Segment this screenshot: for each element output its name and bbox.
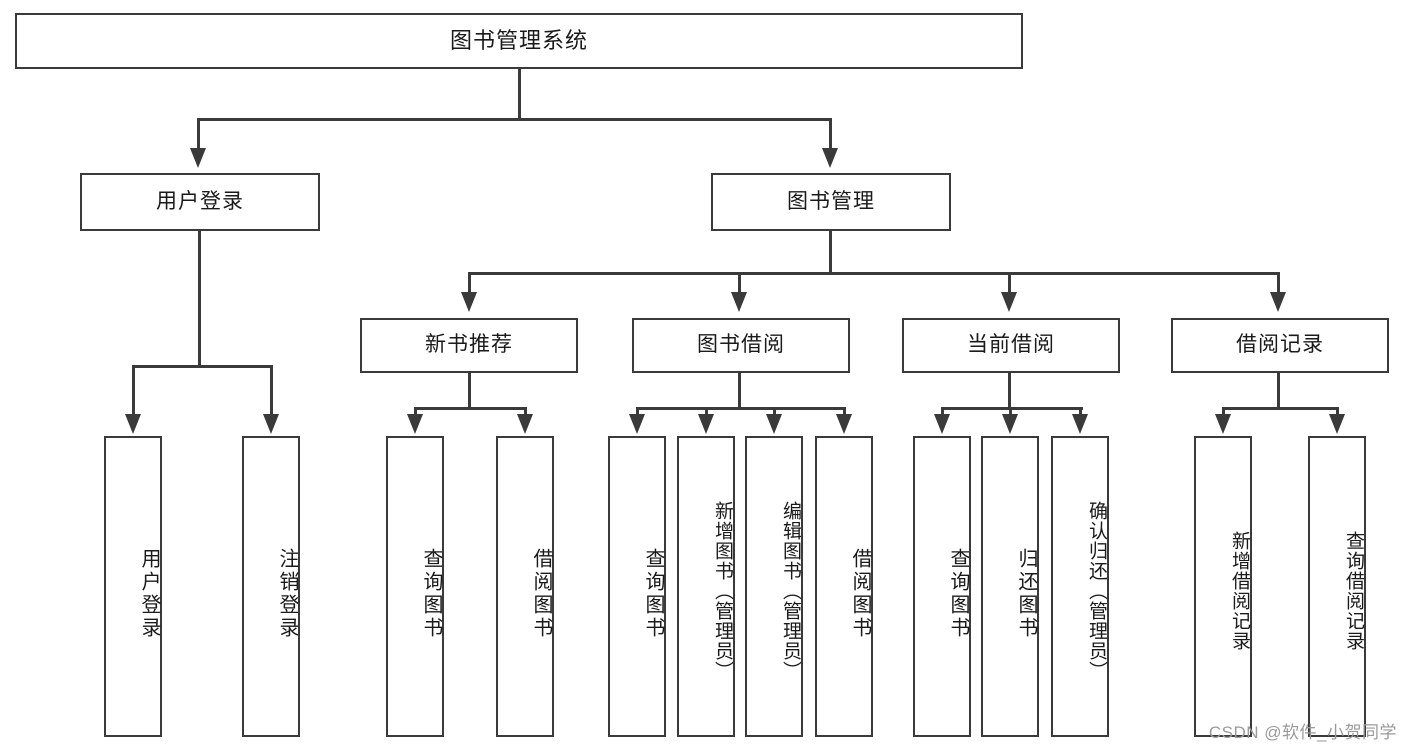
- node-book-manage[interactable]: 图书管理: [711, 173, 951, 231]
- node-borrow-record[interactable]: 借阅记录: [1171, 318, 1389, 373]
- csdn-watermark: CSDN @软件_小贺同学: [1208, 723, 1397, 742]
- leaf-logout[interactable]: 注销登录: [242, 436, 300, 737]
- arrowhead-user-login: [190, 148, 206, 168]
- connector-user-login-leaf2: [270, 365, 273, 416]
- connector-bb-leaf2: [705, 407, 708, 418]
- connector-current-borrow-stem: [1008, 373, 1011, 407]
- node-root-system[interactable]: 图书管理系统: [15, 13, 1023, 69]
- leaf-br-search-record[interactable]: 查询借阅记录: [1308, 436, 1366, 737]
- leaf-bb-add-book-admin[interactable]: 新增图书（管理员）: [677, 436, 735, 737]
- connector-book-borrow-bus: [636, 407, 845, 410]
- connector-borrow-record-bus: [1222, 407, 1338, 410]
- connector-br-leaf2: [1336, 407, 1339, 418]
- arrowhead-book-manage: [822, 148, 838, 168]
- connector-br-leaf1: [1222, 407, 1225, 418]
- connector-bb-leaf4: [843, 407, 846, 418]
- connector-bb-leaf1: [636, 407, 639, 418]
- arrowhead-book-borrow: [731, 292, 747, 312]
- arrowhead-bb-leaf4: [836, 414, 852, 434]
- leaf-nb-search-book[interactable]: 查询图书: [386, 436, 444, 737]
- connector-to-user-login: [197, 118, 200, 150]
- arrowhead-leaf-user-login: [125, 414, 141, 434]
- connector-user-login-stem: [198, 231, 201, 365]
- connector-borrow-record-stem: [1277, 373, 1280, 407]
- arrowhead-bb-leaf3: [766, 414, 782, 434]
- connector-bb-leaf3: [773, 407, 776, 418]
- connector-to-borrow-record: [1277, 272, 1280, 294]
- leaf-label: 新增借阅记录: [1229, 530, 1250, 651]
- node-label: 当前借阅: [967, 333, 1055, 357]
- leaf-label: 借阅图书: [849, 547, 871, 640]
- connector-to-new-book: [468, 272, 471, 294]
- leaf-label: 确认归还（管理员）: [1086, 500, 1107, 681]
- connector-level3-bus: [468, 272, 1279, 275]
- node-label: 图书借阅: [697, 333, 785, 357]
- arrowhead-new-book: [461, 292, 477, 312]
- leaf-user-login[interactable]: 用户登录: [104, 436, 162, 737]
- leaf-label: 借阅图书: [530, 547, 552, 640]
- connector-user-login-leaf1: [132, 365, 135, 416]
- leaf-label: 用户登录: [138, 547, 160, 640]
- node-user-login[interactable]: 用户登录: [80, 173, 320, 231]
- node-label: 用户登录: [156, 189, 244, 213]
- leaf-label: 查询图书: [420, 547, 442, 640]
- connector-new-book-bus: [414, 407, 526, 410]
- connector-new-book-leaf1: [414, 407, 417, 418]
- connector-book-manage-stem: [829, 231, 832, 272]
- arrowhead-current-borrow: [1001, 292, 1017, 312]
- arrowhead-nb-leaf2: [517, 414, 533, 434]
- arrowhead-br-leaf1: [1215, 414, 1231, 434]
- leaf-br-add-record[interactable]: 新增借阅记录: [1194, 436, 1252, 737]
- leaf-label: 归还图书: [1015, 547, 1037, 640]
- arrowhead-br-leaf2: [1329, 414, 1345, 434]
- arrowhead-cb-leaf2: [1002, 414, 1018, 434]
- leaf-label: 编辑图书（管理员）: [780, 500, 801, 681]
- leaf-cb-confirm-return-admin[interactable]: 确认归还（管理员）: [1051, 436, 1109, 737]
- connector-cb-leaf1: [941, 407, 944, 418]
- node-label: 图书管理: [787, 189, 875, 213]
- leaf-cb-return-book[interactable]: 归还图书: [981, 436, 1039, 737]
- connector-root-stem: [518, 69, 521, 118]
- leaf-cb-search-book[interactable]: 查询图书: [913, 436, 971, 737]
- leaf-bb-search-book[interactable]: 查询图书: [608, 436, 666, 737]
- node-label: 图书管理系统: [449, 28, 588, 54]
- connector-cb-leaf3: [1079, 407, 1082, 418]
- connector-to-book-borrow: [738, 272, 741, 294]
- node-new-book-recommend[interactable]: 新书推荐: [360, 318, 578, 373]
- connector-to-book-manage: [829, 118, 832, 150]
- arrowhead-bb-leaf2: [698, 414, 714, 434]
- leaf-label: 查询图书: [947, 547, 969, 640]
- leaf-label: 新增图书（管理员）: [712, 500, 733, 681]
- connector-to-current-borrow: [1008, 272, 1011, 294]
- connector-level1-bus: [197, 118, 831, 121]
- leaf-bb-edit-book-admin[interactable]: 编辑图书（管理员）: [745, 436, 803, 737]
- arrowhead-nb-leaf1: [407, 414, 423, 434]
- leaf-bb-borrow-book[interactable]: 借阅图书: [815, 436, 873, 737]
- leaf-label: 查询图书: [642, 547, 664, 640]
- node-label: 借阅记录: [1236, 333, 1324, 357]
- arrowhead-borrow-record: [1270, 292, 1286, 312]
- arrowhead-bb-leaf1: [629, 414, 645, 434]
- node-label: 新书推荐: [425, 333, 513, 357]
- leaf-label: 查询借阅记录: [1343, 530, 1364, 651]
- connector-book-borrow-stem: [738, 373, 741, 407]
- connector-new-book-stem: [468, 373, 471, 407]
- arrowhead-cb-leaf3: [1072, 414, 1088, 434]
- node-current-borrow[interactable]: 当前借阅: [902, 318, 1120, 373]
- arrowhead-leaf-logout: [263, 414, 279, 434]
- connector-user-login-bus: [132, 365, 270, 368]
- connector-new-book-leaf2: [524, 407, 527, 418]
- connector-cb-leaf2: [1009, 407, 1012, 418]
- node-book-borrow[interactable]: 图书借阅: [632, 318, 850, 373]
- connector-current-borrow-bus: [941, 407, 1083, 410]
- leaf-label: 注销登录: [276, 547, 298, 640]
- arrowhead-cb-leaf1: [934, 414, 950, 434]
- leaf-nb-borrow-book[interactable]: 借阅图书: [496, 436, 554, 737]
